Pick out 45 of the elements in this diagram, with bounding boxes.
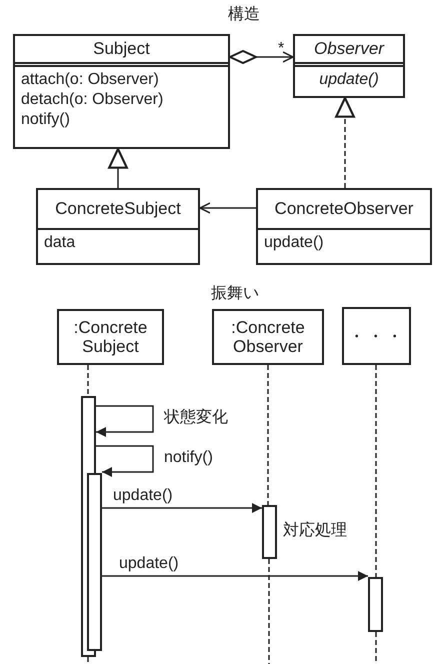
section-heading: 構造 — [228, 4, 260, 25]
message-arrow — [102, 571, 368, 581]
activation-bar — [368, 577, 383, 632]
object-name: :Concrete Subject — [72, 318, 148, 356]
class-box — [13, 34, 230, 149]
lifeline-head — [212, 309, 324, 365]
lifeline-head — [57, 309, 164, 365]
class-name: Observer — [314, 40, 384, 58]
self-message-arrow — [96, 445, 154, 477]
lifeline — [87, 657, 89, 664]
member-text: attach(o: Observer) — [21, 70, 159, 90]
object-name: ・・・ — [348, 326, 405, 346]
message-label: 状態変化 — [164, 409, 228, 427]
member-text: update() — [264, 233, 324, 253]
lifeline — [268, 559, 270, 664]
object-name: :Concrete Observer — [230, 318, 306, 356]
activation-bar — [262, 505, 277, 559]
note-text: 対応処理 — [283, 520, 347, 541]
lifeline — [375, 365, 377, 577]
message-label: update() — [113, 487, 173, 505]
lifeline — [267, 365, 269, 505]
self-message-arrow — [96, 405, 154, 437]
class-box — [256, 188, 432, 265]
lifeline — [87, 365, 89, 396]
member-text: notify() — [21, 110, 70, 130]
class-name: ConcreteSubject — [55, 200, 181, 218]
aggregation-arrow — [229, 50, 294, 64]
association-arrow — [199, 202, 256, 214]
lifeline-head — [342, 307, 411, 365]
lifeline — [375, 632, 377, 664]
message-label: notify() — [164, 449, 213, 467]
inheritance-arrow — [108, 148, 128, 188]
multiplicity-label: * — [278, 40, 284, 58]
activation-bar — [87, 473, 102, 651]
member-text: detach(o: Observer) — [21, 90, 164, 110]
member-text: update() — [319, 70, 379, 90]
message-arrow — [102, 503, 262, 513]
class-name: Subject — [93, 40, 150, 58]
member-text: data — [44, 233, 76, 253]
class-box — [293, 34, 405, 98]
class-name: ConcreteObserver — [274, 200, 414, 218]
class-box — [36, 188, 200, 265]
section-heading: 振舞い — [211, 284, 259, 304]
message-label: update() — [119, 555, 179, 573]
realization-arrow — [335, 96, 355, 188]
